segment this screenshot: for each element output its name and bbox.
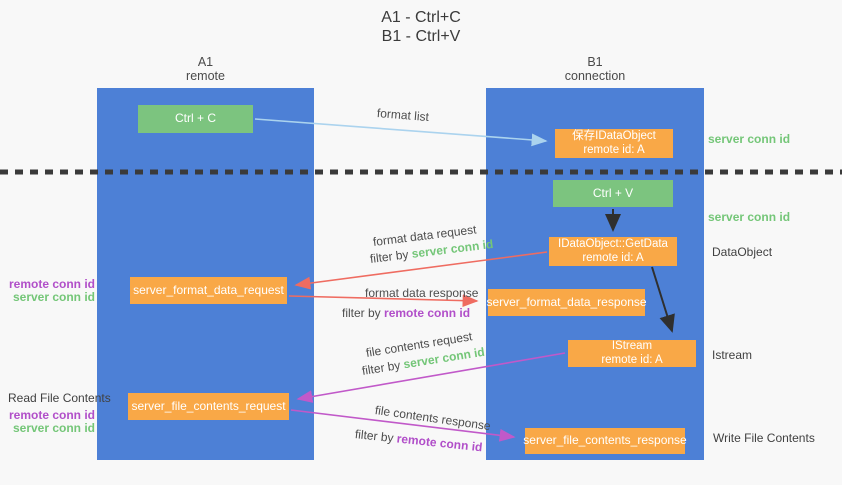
remote-conn-id-text: remote conn id	[8, 408, 95, 422]
node-server-file-contents-response: server_file_contents_response	[523, 428, 687, 454]
node-server-format-data-request-label: server_format_data_request	[133, 282, 284, 297]
server-conn-id-text: server conn id	[708, 210, 791, 224]
annotation-server-conn-id-top: server conn id	[708, 132, 790, 146]
node-server-file-contents-request-label: server_file_contents_request	[131, 398, 286, 413]
annotation-server-conn-id-mid: server conn id	[708, 210, 790, 224]
annotation-conn-ids-format: remote conn id server conn id	[0, 278, 95, 304]
node-server-file-contents-response-label: server_file_contents_response	[523, 433, 687, 448]
lifeline-a1-name: A1	[197, 55, 214, 69]
annotation-read-file-contents: Read File Contents	[8, 391, 111, 405]
dataobject-text: DataObject	[712, 245, 773, 259]
lifeline-header-b1: B1 connection	[486, 55, 704, 83]
filter-by-text: filter by	[354, 427, 395, 446]
lifeline-b1-subtitle: connection	[564, 69, 626, 83]
write-file-contents-text: Write File Contents	[713, 431, 815, 445]
title-line-b1: B1 - Ctrl+V	[381, 28, 461, 45]
diagram-title: A1 - Ctrl+C B1 - Ctrl+V	[0, 8, 842, 46]
lifeline-a1-subtitle: remote	[186, 69, 225, 83]
annotation-istream: Istream	[712, 348, 752, 362]
node-ctrl-v: Ctrl + V	[553, 180, 673, 207]
label-format-list-text: format list	[376, 106, 430, 125]
server-conn-id-text: server conn id	[12, 290, 95, 304]
filter-by-text: filter by	[369, 247, 410, 266]
title-line-a1: A1 - Ctrl+C	[381, 9, 461, 26]
label-file-contents-response-text: file contents response	[374, 403, 492, 434]
node-idataobject-getdata: IDataObject::GetData remote id: A	[549, 237, 677, 266]
read-file-contents-text: Read File Contents	[8, 391, 111, 405]
label-filter-by-remote-conn-id-2: filter by remote conn id	[354, 427, 483, 454]
remote-conn-id-text: remote conn id	[8, 277, 95, 291]
label-file-contents-response: file contents response	[374, 403, 492, 433]
filter-by-text: filter by	[342, 306, 381, 320]
label-filter-by-remote-conn-id-1: filter by remote conn id	[342, 306, 470, 320]
node-istream: IStream remote id: A	[568, 340, 696, 367]
node-istream-line1: IStream	[611, 340, 653, 352]
node-save-idataobject: 保存IDataObject remote id: A	[555, 129, 673, 158]
filter-by-text: filter by	[360, 358, 402, 378]
node-server-format-data-response-label: server_format_data_response	[486, 294, 647, 309]
remote-conn-id-text: remote conn id	[396, 431, 484, 455]
node-ctrl-c-label: Ctrl + C	[174, 111, 216, 126]
label-format-list: format list	[376, 106, 429, 124]
server-conn-id-text: server conn id	[708, 132, 791, 146]
node-save-idataobject-line2: remote id: A	[583, 143, 645, 156]
lifeline-b1-name: B1	[587, 55, 603, 69]
node-server-format-data-response: server_format_data_response	[486, 289, 647, 316]
node-ctrl-v-label: Ctrl + V	[592, 185, 634, 200]
annotation-write-file-contents: Write File Contents	[713, 431, 815, 445]
node-istream-line2: remote id: A	[601, 353, 663, 366]
istream-text: Istream	[712, 348, 753, 362]
node-ctrl-c: Ctrl + C	[138, 105, 253, 133]
node-save-idataobject-line1: 保存IDataObject	[572, 130, 656, 142]
lifeline-header-a1: A1 remote	[97, 55, 314, 83]
node-server-format-data-request: server_format_data_request	[130, 277, 287, 304]
remote-conn-id-text: remote conn id	[384, 306, 471, 320]
annotation-dataobject: DataObject	[712, 245, 772, 259]
label-format-data-response: format data response	[365, 286, 478, 300]
server-conn-id-text: server conn id	[12, 421, 95, 435]
node-server-file-contents-request: server_file_contents_request	[128, 393, 289, 420]
annotation-conn-ids-file: remote conn id server conn id	[0, 409, 95, 435]
label-format-data-response-text: format data response	[365, 286, 479, 300]
node-getdata-line2: remote id: A	[582, 251, 644, 264]
node-getdata-line1: IDataObject::GetData	[558, 238, 668, 250]
